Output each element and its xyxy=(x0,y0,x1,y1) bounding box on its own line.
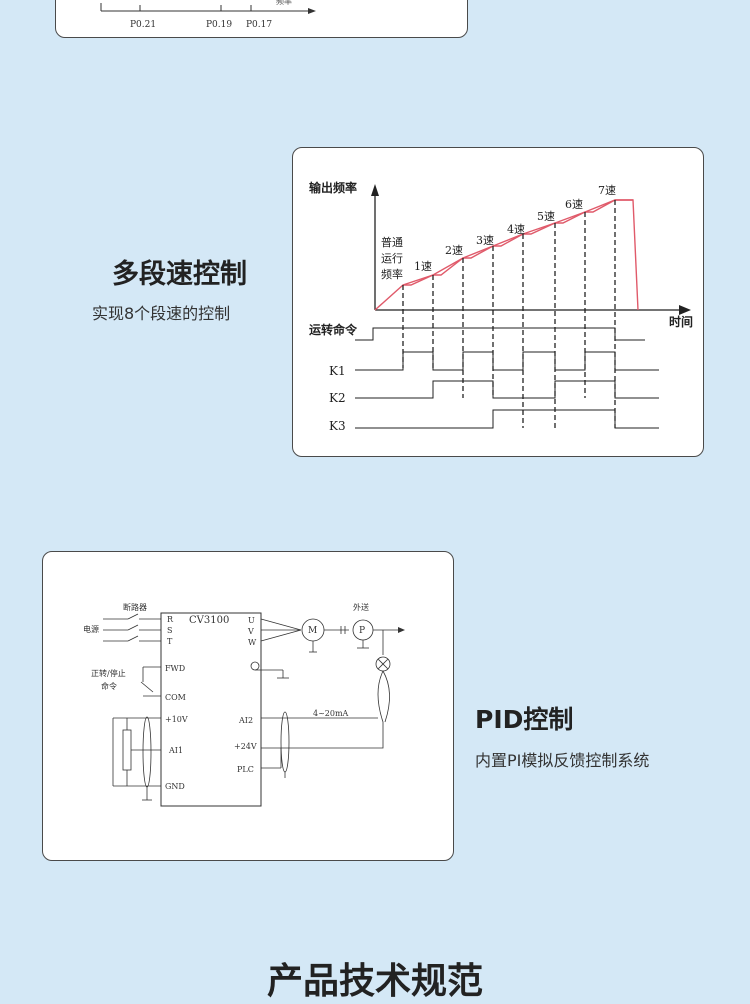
output-u: U xyxy=(248,616,255,625)
top-partial-card: P0.21 P0.19 P0.17 频率 xyxy=(55,0,468,38)
multi-speed-title: 多段速控制 xyxy=(112,259,247,290)
cmd-label-2: 命令 xyxy=(101,681,117,691)
gnd-label: GND xyxy=(165,782,185,791)
p017-label: P0.17 xyxy=(246,20,272,30)
normal-label-3: 频率 xyxy=(381,267,403,281)
pid-title: PID控制 xyxy=(475,705,574,734)
normal-label-1: 普通 xyxy=(381,235,403,249)
y-axis-label: 输出频率 xyxy=(309,180,357,195)
pid-subtitle: 内置PI模拟反馈控制系统 xyxy=(475,751,650,770)
speed-label-6: 6速 xyxy=(565,198,583,211)
fwd-label: FWD xyxy=(165,664,185,673)
breaker-label: 断路器 xyxy=(123,602,147,612)
speed-label-7: 7速 xyxy=(598,184,616,197)
pid-wiring-diagram: 断路器 电源 正转/停止 命令 外送 4~20mA CV3100 R S T U… xyxy=(83,602,405,807)
speed-label-1: 1速 xyxy=(414,260,432,273)
speed-label-2: 2速 xyxy=(445,244,463,257)
v10-label: +10V xyxy=(165,715,188,724)
speed-label-4: 4速 xyxy=(507,223,525,236)
signal-label: 4~20mA xyxy=(313,709,349,718)
input-s: S xyxy=(167,626,172,635)
output-v: V xyxy=(247,627,254,636)
multi-speed-diagram-card: 输出频率 时间 普通 运行 频率 1速 2速 3速 4速 5速 6速 7速 xyxy=(292,147,704,457)
normal-label-2: 运行 xyxy=(381,252,403,265)
v24-label: +24V xyxy=(234,742,257,751)
spec-section-title: 产品技术规范 xyxy=(266,961,483,1002)
input-r: R xyxy=(167,615,174,624)
input-t: T xyxy=(167,637,173,646)
multi-speed-subtitle: 实现8个段速的控制 xyxy=(92,304,231,323)
x-axis-label: 时间 xyxy=(669,314,693,329)
frequency-diagram-partial: P0.21 P0.19 P0.17 频率 xyxy=(100,0,316,30)
pump-symbol: P xyxy=(359,626,365,636)
ai2-label: AI2 xyxy=(238,716,253,725)
speed-label-5: 5速 xyxy=(537,210,555,223)
ai1-label: AI1 xyxy=(168,746,183,755)
model-label: CV3100 xyxy=(189,615,229,626)
k1-label: K1 xyxy=(329,364,346,378)
speed-label-3: 3速 xyxy=(476,234,494,247)
com-label: COM xyxy=(165,693,186,702)
k3-label: K3 xyxy=(329,419,346,433)
pid-diagram-card: 断路器 电源 正转/停止 命令 外送 4~20mA CV3100 R S T U… xyxy=(42,551,454,861)
p019-label: P0.19 xyxy=(206,20,232,30)
output-w: W xyxy=(248,638,257,647)
multi-speed-timing-diagram: 输出频率 时间 普通 运行 频率 1速 2速 3速 4速 5速 6速 7速 xyxy=(309,180,693,433)
partial-freq-label: 频率 xyxy=(276,0,292,6)
run-command-label: 运转命令 xyxy=(309,322,358,337)
power-label: 电源 xyxy=(83,624,99,634)
cmd-label-1: 正转/停止 xyxy=(91,668,126,678)
p021-label: P0.21 xyxy=(130,20,156,30)
plc-label: PLC xyxy=(237,765,254,774)
motor-symbol: M xyxy=(308,626,317,636)
k2-label: K2 xyxy=(329,391,346,405)
external-label: 外送 xyxy=(353,602,369,612)
